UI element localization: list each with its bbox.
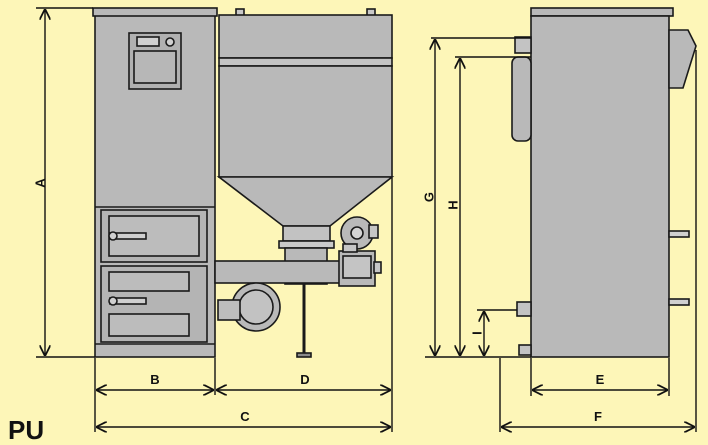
boiler-front-view (92, 7, 218, 358)
dimension-a-label: A (33, 178, 48, 188)
side-lid (530, 7, 674, 17)
model-label: PU (8, 415, 45, 445)
dimension-d-label: D (300, 372, 309, 387)
dimension-lines (36, 7, 697, 432)
dimension-b-label: B (150, 372, 159, 387)
side-flue-cover (668, 29, 697, 89)
control-plate (133, 50, 177, 84)
hopper-body (218, 65, 393, 178)
side-connector-upper (668, 230, 690, 238)
control-knob-icon (165, 37, 175, 47)
control-display (136, 36, 160, 47)
dimension-i-label: I (470, 331, 485, 335)
side-controller-box (511, 56, 532, 142)
side-connector-lower (668, 298, 690, 306)
boiler-lid (92, 7, 218, 17)
dimension-h-label: H (446, 200, 461, 209)
hopper-flange (278, 240, 335, 249)
side-port-lower (516, 301, 532, 317)
side-panel-top (514, 36, 532, 54)
dimension-labels: A B D C G H I E F (33, 178, 605, 424)
hopper-funnel (216, 176, 395, 227)
fuel-hopper (216, 8, 395, 285)
hopper-rim (218, 57, 393, 67)
burner-feeder (214, 216, 382, 358)
dimension-f-label: F (594, 409, 602, 424)
hopper-lid (218, 14, 393, 59)
boiler-side-view (511, 7, 697, 358)
dimension-e-label: E (596, 372, 605, 387)
dimension-c-label: C (240, 409, 250, 424)
hopper-neck (282, 225, 331, 242)
dimension-g-label: G (422, 192, 437, 202)
side-port-bottom (518, 344, 532, 356)
side-body (530, 15, 670, 358)
feeder-tube (214, 260, 342, 284)
